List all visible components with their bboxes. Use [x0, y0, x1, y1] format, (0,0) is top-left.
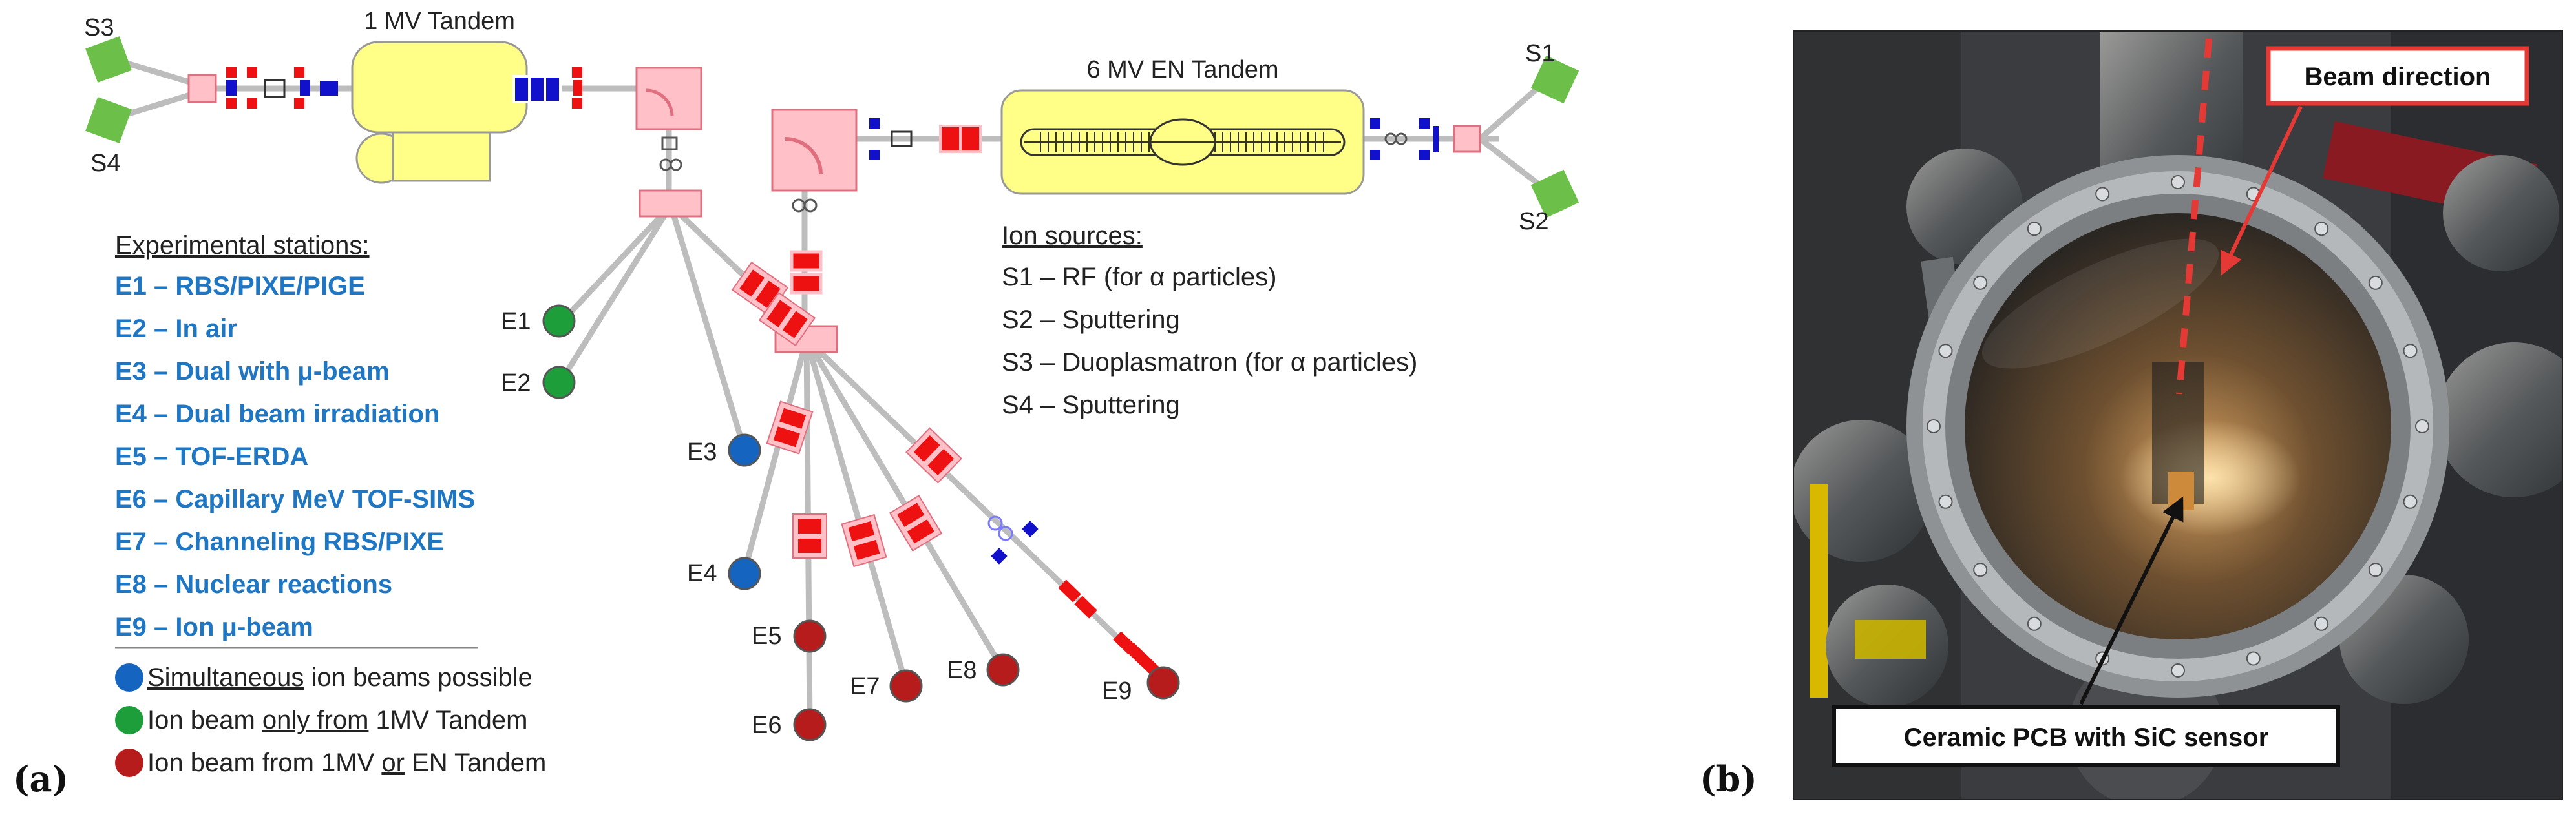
ion-sources-list: Ion sources: S1 – RF (for α particles) S2…: [1002, 222, 1417, 419]
station-entry-3: E3 – Dual with μ-beam: [115, 357, 390, 386]
station-entry-6: E6 – Capillary MeV TOF-SIMS: [115, 485, 475, 513]
panel-label-b: (b): [1700, 758, 1757, 800]
station-dot-e5: [793, 619, 827, 653]
station-label-e8: E8: [947, 657, 977, 684]
quad-e3: [766, 400, 814, 455]
tandem-1mv-tank: [351, 41, 528, 134]
beam-direction-arrow: [2220, 105, 2303, 276]
chamber-photo: [1793, 30, 2563, 800]
optics-1mv-exit: [512, 67, 582, 109]
beam-direction-label: Beam direction: [2305, 63, 2491, 91]
stations-list: Experimental stations: E1 – RBS/PIXE/PIG…: [115, 231, 478, 649]
quad-cross-2: [758, 291, 816, 347]
beamline-e9: [804, 337, 1166, 684]
station-label-e5: E5: [752, 623, 781, 650]
beam-direction-box: [2266, 46, 2529, 106]
panel-b-chamber-photo: (b): [1700, 30, 2563, 800]
source-label-s1: S1: [1525, 40, 1555, 67]
station-dot-e6: [793, 708, 827, 741]
tandem-1mv-base: [392, 131, 491, 182]
station-entry-8: E8 – Nuclear reactions: [115, 570, 392, 599]
station-label-e9: E9: [1102, 678, 1132, 705]
source-s3-icon: [85, 36, 132, 83]
station-dot-e2: [542, 366, 576, 399]
ion-source-entry-2: S2 – Sputtering: [1002, 306, 1180, 334]
beamline-e7: [803, 338, 909, 686]
optics-1mv-down: [659, 136, 682, 171]
station-dot-e1: [542, 304, 576, 338]
injector-magnet-left: [187, 74, 217, 103]
beamline-e4: [741, 338, 810, 573]
ion-source-entry-4: S4 – Sputtering: [1002, 391, 1180, 419]
source-s4-icon: [85, 97, 132, 143]
stations-header: Experimental stations:: [115, 231, 370, 260]
ion-sources-header: Ion sources:: [1002, 222, 1143, 250]
station-label-e2: E2: [501, 369, 531, 397]
photo-frame: [1793, 30, 2563, 800]
quad-e5: [792, 513, 827, 559]
optics-en-source-side: [1370, 118, 1481, 160]
station-entry-2: E2 – In air: [115, 315, 237, 343]
source-s1-icon: [1530, 55, 1579, 104]
optics-en-down: [790, 198, 823, 295]
station-entry-7: E7 – Channeling RBS/PIXE: [115, 528, 444, 556]
source-s2-icon: [1530, 169, 1579, 218]
station-entry-9: E9 – Ion μ-beam: [115, 613, 313, 641]
station-dot-e8: [986, 653, 1020, 687]
source-labels: S3 S4 S1 S2: [84, 14, 1555, 235]
legend-dot-1: [115, 663, 143, 692]
station-label-e7: E7: [850, 673, 880, 700]
tandem-en-title: 6 MV EN Tandem: [1086, 56, 1278, 83]
legend-text-1: Simultaneous ion beams possible: [147, 663, 533, 692]
station-label-e4: E4: [687, 560, 717, 587]
analyzing-magnet-en: [771, 109, 858, 192]
ion-source-entry-3: S3 – Duoplasmatron (for α particles): [1002, 348, 1417, 377]
station-dot-e4: [728, 557, 761, 590]
sensor-box: [1832, 705, 2340, 767]
optics-left: [226, 67, 338, 109]
ion-source-entry-1: S1 – RF (for α particles): [1002, 263, 1276, 291]
switching-magnet-1mv: [639, 189, 702, 218]
station-dot-e9: [1146, 666, 1180, 700]
quad-e7: [841, 513, 887, 568]
station-entry-1: E1 – RBS/PIXE/PIGE: [115, 272, 365, 300]
station-dot-e3: [728, 433, 761, 467]
panel-label-a: (a): [13, 758, 69, 800]
tandem-en-hatching: [1024, 132, 1341, 152]
source-label-s4: S4: [90, 150, 120, 177]
beamline-e2: [560, 203, 673, 381]
legend-dot-2: [115, 706, 143, 734]
quad-e8: [889, 495, 943, 552]
station-label-e1: E1: [501, 308, 531, 335]
tandem-1mv-title: 1 MV Tandem: [364, 8, 515, 35]
sensor-arrow: [2079, 496, 2184, 705]
panel-a-beamline-schematic: 1 MV Tandem: [13, 8, 1579, 800]
legend-dot-3: [115, 749, 143, 777]
beamline-e3: [668, 204, 748, 451]
analyzing-magnet-1mv: [635, 67, 702, 130]
beamline-e1: [563, 203, 673, 320]
source-label-s2: S2: [1519, 208, 1548, 235]
beam-axis-dashed-line: [2176, 38, 2212, 395]
legend-text-3: Ion beam from 1MV or EN Tandem: [147, 749, 546, 777]
station-entry-5: E5 – TOF-ERDA: [115, 442, 308, 471]
station-dot-e7: [889, 669, 923, 703]
sensor-label: Ceramic PCB with SiC sensor: [1904, 723, 2269, 752]
quad-e9-1: [905, 427, 962, 484]
station-label-e6: E6: [752, 712, 781, 739]
optics-en-entry: [869, 118, 982, 160]
branch-quadrupoles: [731, 261, 1161, 677]
source-label-s3: S3: [84, 14, 114, 41]
legend-text-2: Ion beam only from 1MV Tandem: [147, 706, 527, 734]
station-label-e3: E3: [687, 439, 717, 466]
station-entry-4: E4 – Dual beam irradiation: [115, 400, 439, 428]
